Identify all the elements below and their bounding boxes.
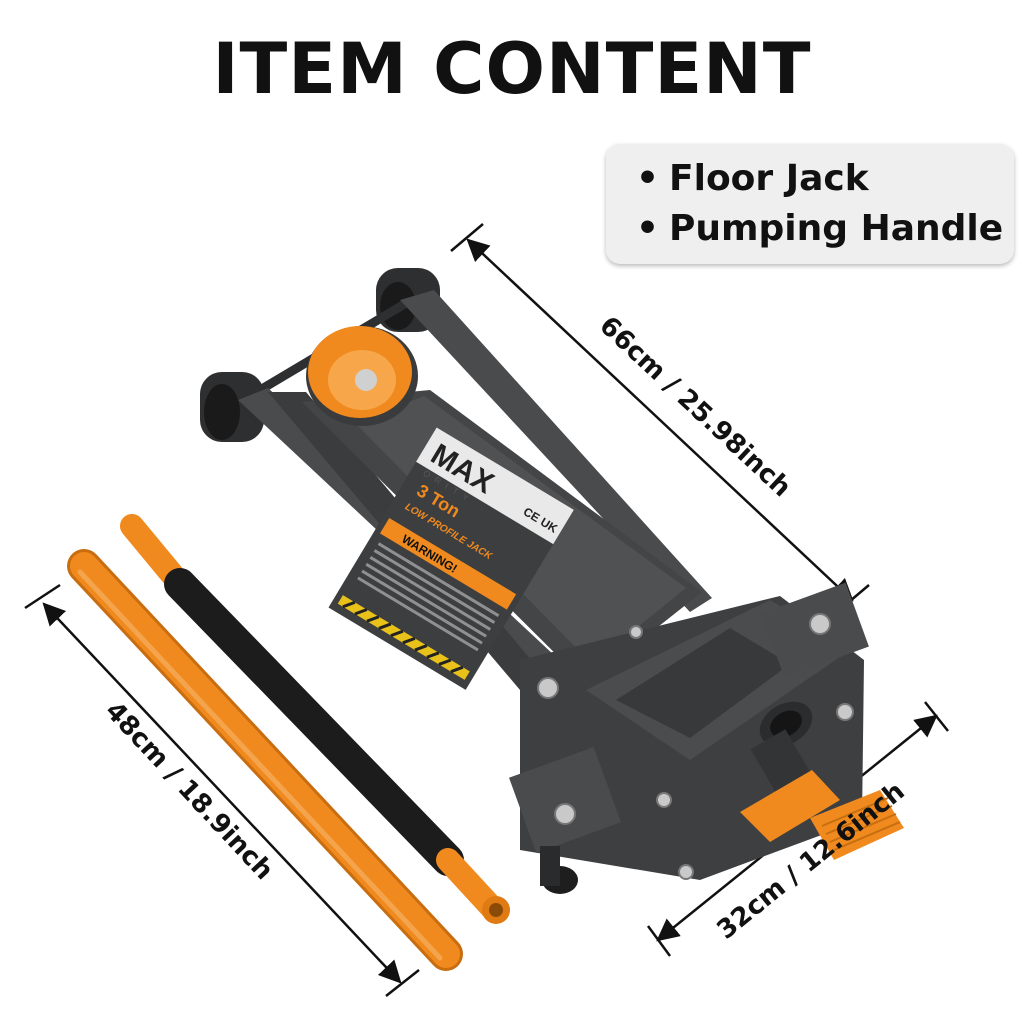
contents-item-label: Floor Jack — [669, 158, 869, 199]
handle-orange-section — [67, 549, 463, 971]
tray — [616, 628, 790, 738]
release-pedal — [740, 770, 840, 842]
contents-item-floor-jack: •Floor Jack — [636, 154, 1014, 204]
handle-dimension-line — [24, 583, 420, 997]
page-title: ITEM CONTENT — [212, 28, 812, 110]
floor-jack: MAX ORITY CE UK 3 Ton LOW PROFILE JACK W… — [200, 268, 904, 894]
handle-grip-section — [120, 514, 510, 924]
brand-label: MAX ORITY CE UK 3 Ton LOW PROFILE JACK W… — [328, 427, 574, 690]
contents-box: •Floor Jack •Pumping Handle — [606, 144, 1014, 264]
bullet-icon: • — [636, 158, 660, 199]
